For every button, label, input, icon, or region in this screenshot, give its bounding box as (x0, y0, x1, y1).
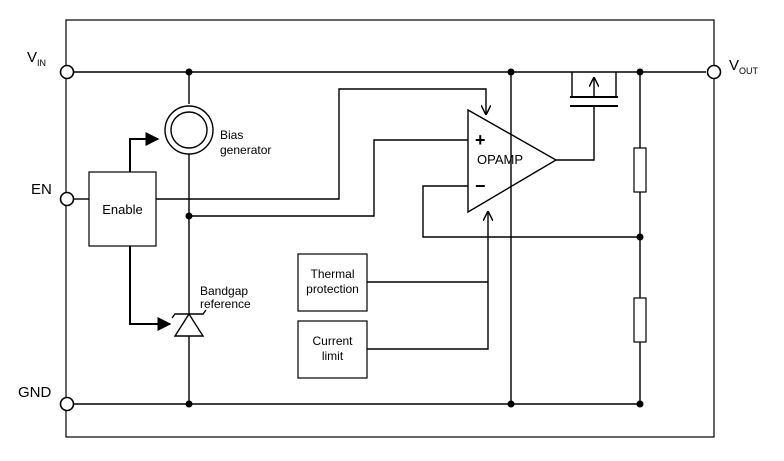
opamp-symbol (467, 108, 558, 214)
junction-dot (185, 400, 193, 408)
en-label: EN (31, 181, 52, 198)
enable-to-bias-arrow (129, 132, 160, 172)
resistor-top (633, 147, 647, 193)
junction-dot (185, 68, 193, 76)
gnd-label: GND (18, 384, 52, 401)
feedback-wire (422, 185, 640, 238)
junction-dot (636, 68, 644, 76)
vout-pin (706, 64, 722, 80)
current-limit-block (297, 320, 368, 379)
opamp-plus-sign: + (475, 130, 486, 150)
opamp-minus-sign: − (475, 176, 486, 196)
bias-generator-inner (170, 111, 208, 149)
junction-dot (636, 400, 644, 408)
vout-label: VOUT (729, 57, 759, 76)
junction-dot (636, 233, 644, 241)
opamp-label: OPAMP (477, 152, 523, 167)
current-label-1: Current (312, 334, 353, 348)
thermal-label-1: Thermal (310, 267, 354, 281)
vin-pin (59, 64, 75, 80)
bandgap-diode-symbol (173, 312, 205, 337)
resistor-bottom (633, 297, 647, 343)
junction-dot (507, 400, 515, 408)
bias-label-2: generator (220, 143, 271, 157)
enable-block (88, 171, 157, 247)
reference-to-plus-wire (189, 139, 468, 217)
bias-label-1: Bias (220, 128, 243, 142)
enable-to-bandgap-arrow (129, 246, 172, 331)
thermal-label-2: protection (306, 282, 359, 296)
junction-dot (185, 212, 193, 220)
gnd-pin (59, 396, 75, 412)
current-limit-wire (367, 212, 488, 350)
bandgap-zener-bar (171, 309, 207, 319)
en-pin (59, 191, 75, 207)
enable-to-opamp-wire (156, 88, 486, 200)
ic-outline (65, 19, 715, 438)
opamp-output-wire (556, 106, 595, 161)
thermal-protection-block (297, 253, 368, 312)
enable-label: Enable (102, 202, 142, 217)
bias-generator-outer (164, 105, 214, 155)
vin-label: VIN (27, 49, 46, 68)
bandgap-label-2: reference (200, 297, 251, 311)
bandgap-label-1: Bandgap (200, 284, 248, 298)
junction-dot (507, 68, 515, 76)
current-label-2: limit (322, 349, 344, 363)
